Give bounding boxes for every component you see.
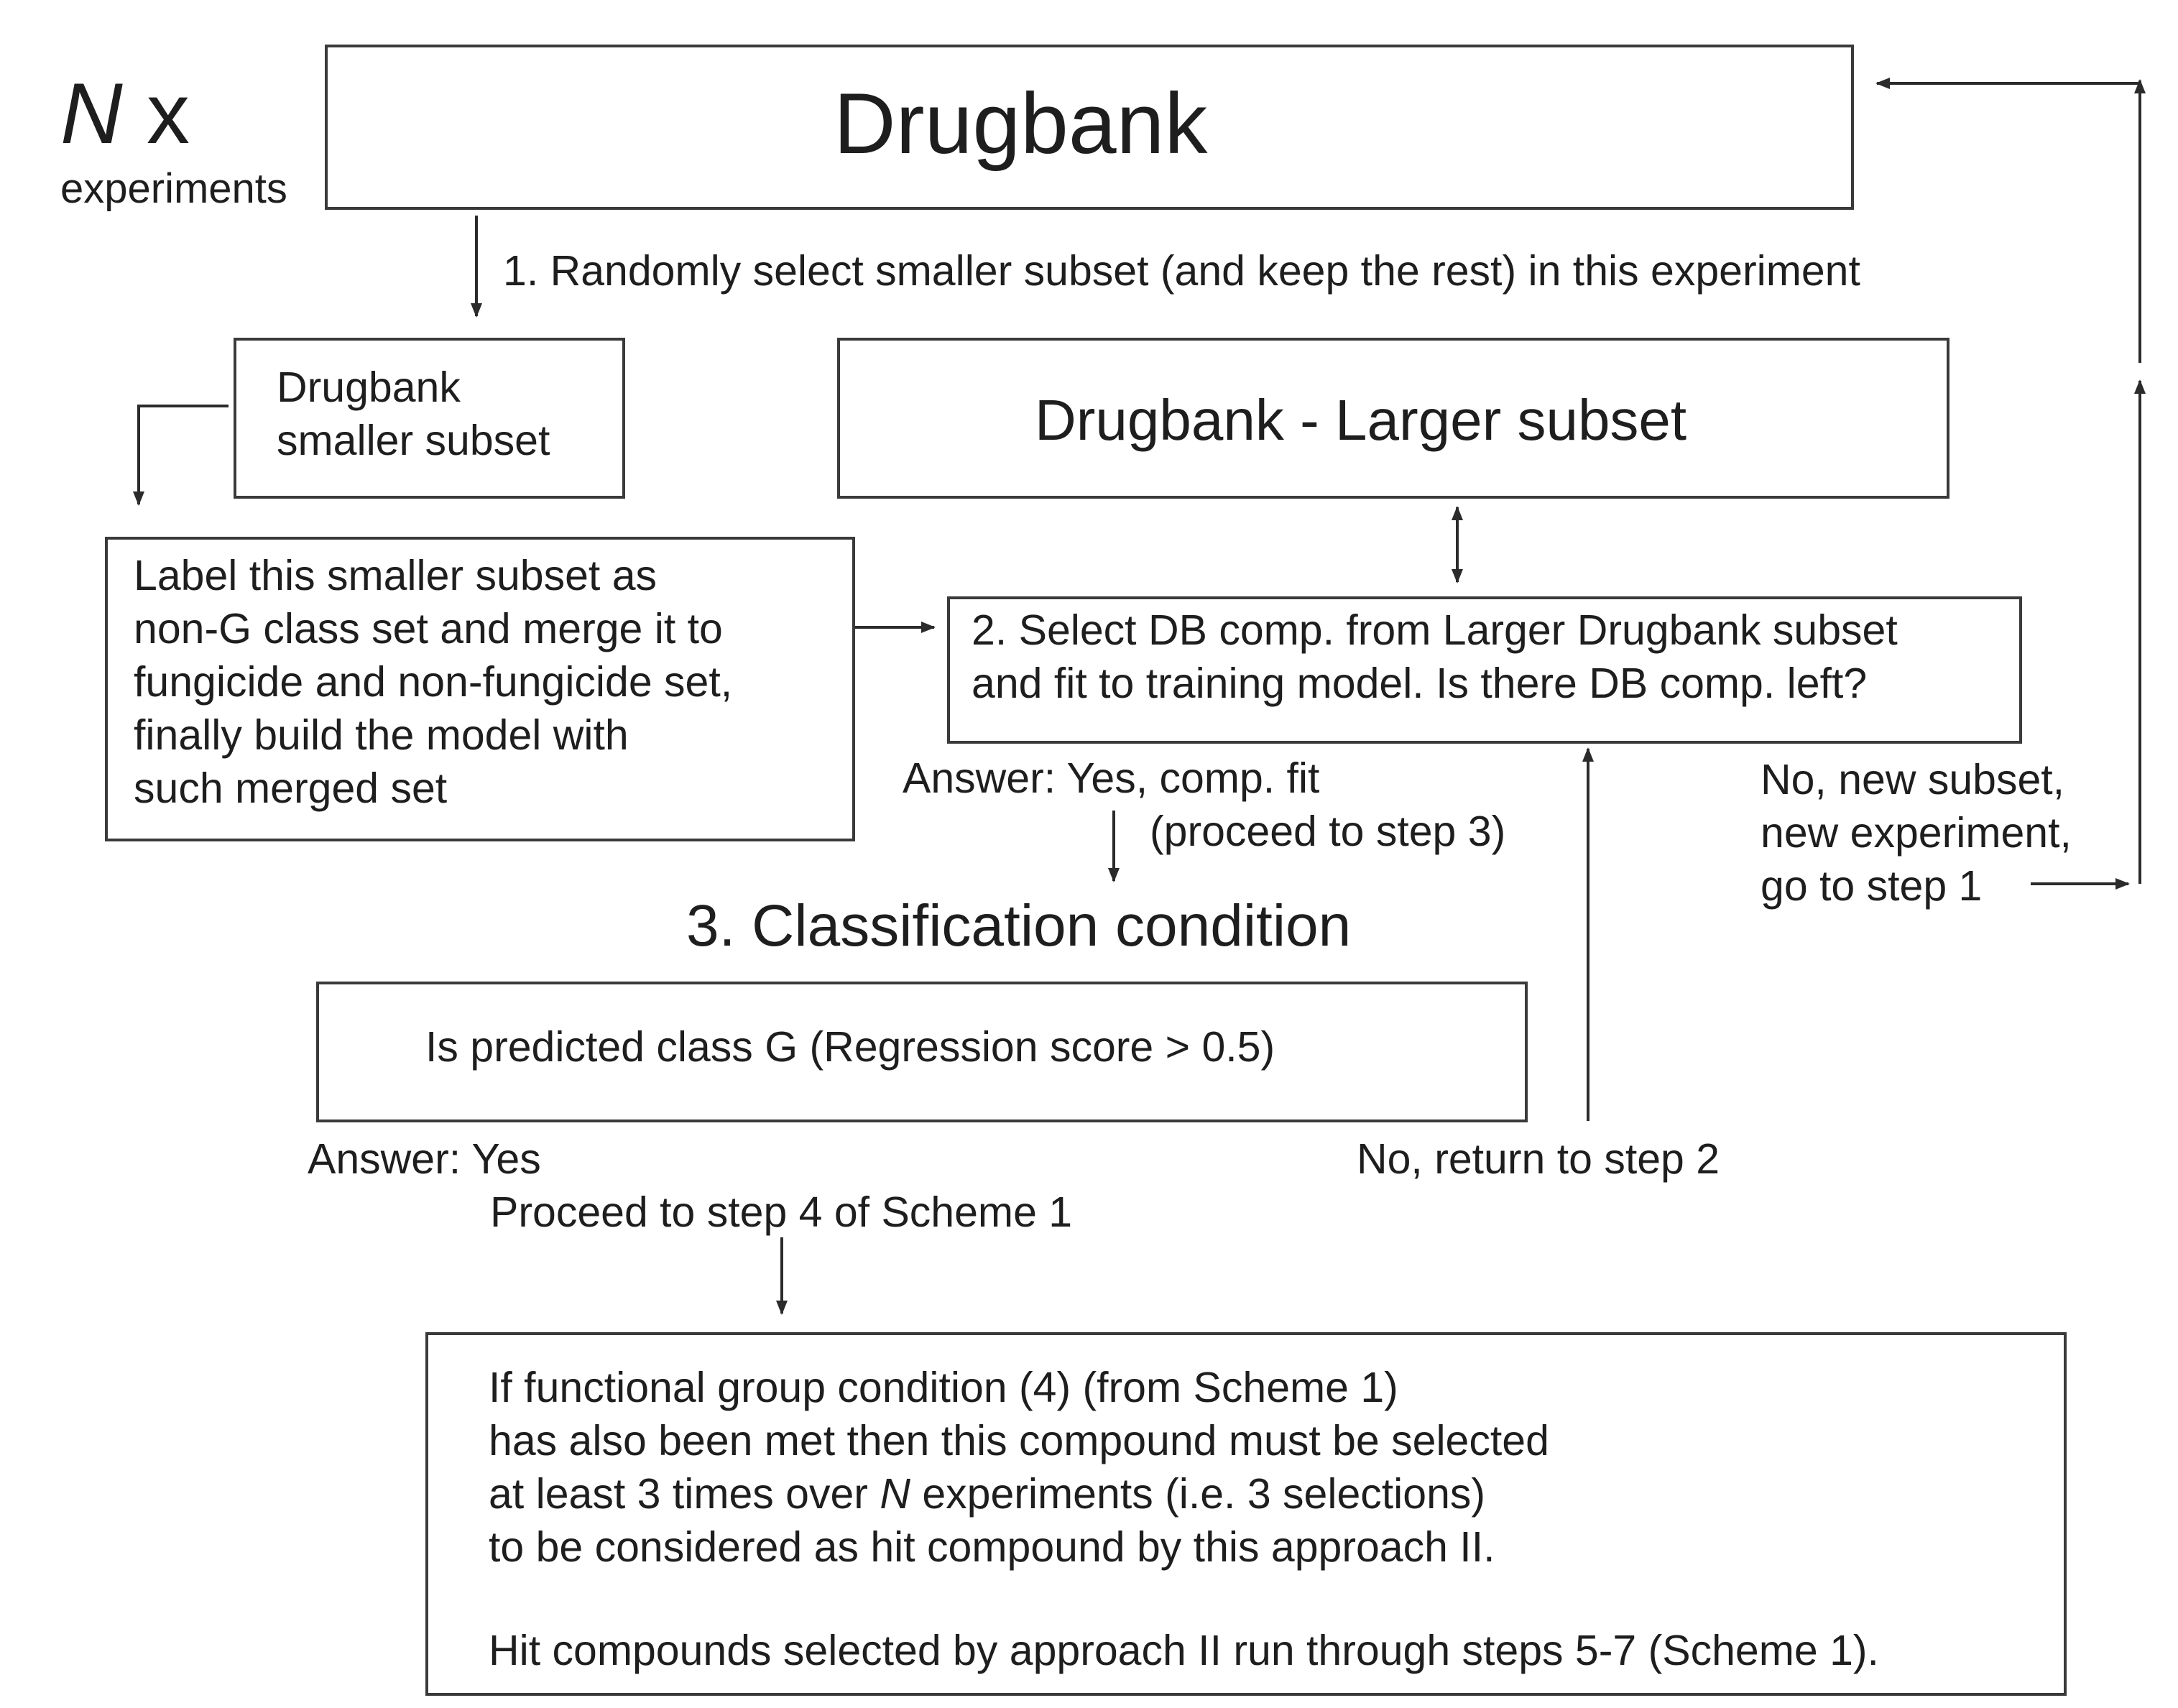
n-multiplier: x	[122, 65, 190, 162]
drugbank-title: Drugbank	[834, 75, 1208, 172]
final-line5: Hit compounds selected by approach II ru…	[489, 1627, 1879, 1674]
answer-yes-step4-line2: Proceed to step 4 of Scheme 1	[490, 1188, 1073, 1236]
smaller-subset-text: Drugbank smaller subset	[277, 364, 550, 464]
answer-no-new-subset: No, new subset, new experiment, go to st…	[1761, 756, 2072, 910]
answer-yes-step4-line1: Answer: Yes	[308, 1135, 541, 1183]
answer-yes-fit-line1: Answer: Yes, comp. fit	[903, 754, 1320, 802]
step1-text: 1. Randomly select smaller subset (and k…	[503, 247, 1860, 295]
n-variable: N	[60, 65, 123, 162]
final-line4: to be considered as hit compound by this…	[489, 1523, 1495, 1571]
classification-condition-text: Is predicted class G (Regression score >…	[425, 1023, 1275, 1071]
step3-title: 3. Classification condition	[686, 893, 1352, 959]
drugbank-box	[325, 45, 1854, 210]
smaller-subset-box	[234, 338, 625, 499]
classification-condition-box	[316, 982, 1528, 1122]
larger-subset-box	[837, 338, 1949, 499]
final-line1: If functional group condition (4) (from …	[489, 1364, 1398, 1411]
final-line2: has also been met then this compound mus…	[489, 1417, 1549, 1464]
step2-text: 2. Select DB comp. from Larger Drugbank …	[972, 606, 1898, 707]
n-experiments-label: N x	[60, 70, 190, 157]
final-line3-post: experiments (i.e. 3 selections)	[910, 1470, 1486, 1518]
arrow-smaller-subset-to-label	[133, 405, 229, 506]
final-line3-n: N	[880, 1470, 910, 1518]
answer-yes-fit-line2: (proceed to step 3)	[1150, 808, 1506, 855]
label-merge-text: Label this smaller subset as non-G class…	[134, 552, 733, 812]
larger-subset-title: Drugbank - Larger subset	[1035, 388, 1687, 452]
final-line3-pre: at least 3 times over	[489, 1470, 880, 1518]
label-merge-box	[105, 537, 855, 841]
experiments-caption: experiments	[60, 165, 287, 212]
final-line3: at least 3 times over N experiments (i.e…	[489, 1473, 1485, 1515]
step2-box	[947, 596, 2022, 744]
answer-no-return-step2: No, return to step 2	[1357, 1135, 1720, 1183]
hit-compound-box	[425, 1332, 2067, 1696]
